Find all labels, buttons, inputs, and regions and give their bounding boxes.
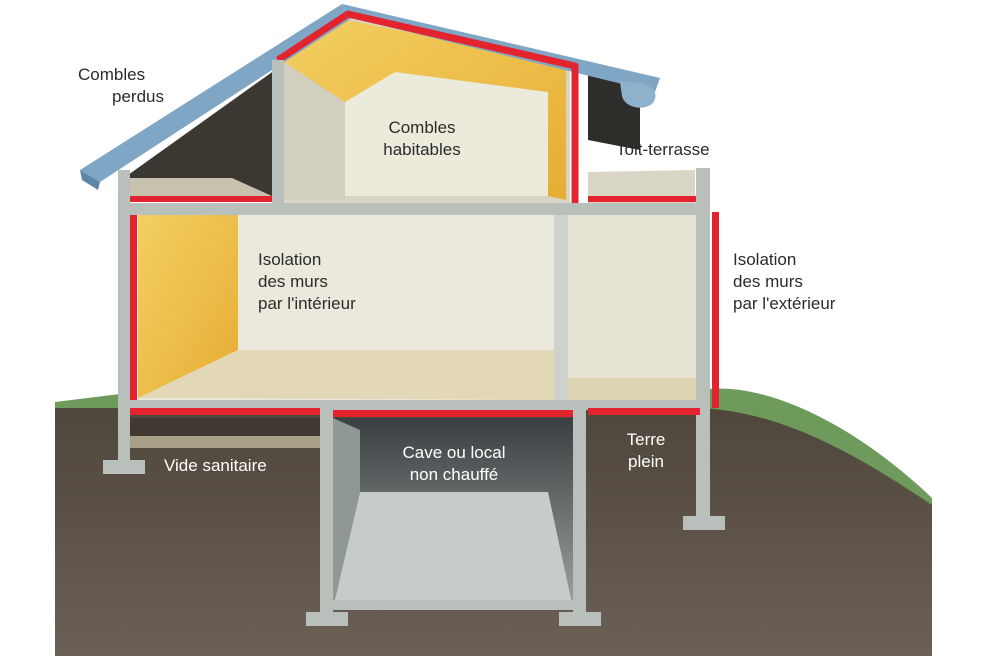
attic-left-wall bbox=[284, 62, 345, 200]
cave-left-foot bbox=[306, 612, 348, 626]
roof-left bbox=[80, 4, 352, 182]
cave-left-wall bbox=[333, 418, 360, 608]
terrace-insulation bbox=[588, 196, 696, 202]
label-isolation-exterieur: Isolation des murs par l'extérieur bbox=[733, 250, 836, 313]
partition-wall bbox=[554, 215, 568, 405]
ground-slab bbox=[120, 400, 710, 410]
crawl-space-floor bbox=[130, 436, 320, 448]
roof-left-edge bbox=[80, 170, 100, 190]
right-room bbox=[568, 215, 696, 400]
label-cave: Cave ou local non chauffé bbox=[402, 443, 506, 484]
slab-insulation-right bbox=[588, 408, 700, 415]
right-post bbox=[696, 168, 710, 522]
gutter bbox=[620, 81, 656, 108]
cave-bottom-slab bbox=[320, 600, 586, 610]
main-floor-left-insulation bbox=[138, 215, 238, 398]
cave-left-post bbox=[320, 408, 333, 618]
attic-insulation-fill bbox=[284, 20, 566, 200]
main-floor-floor bbox=[138, 350, 575, 400]
right-room-floor bbox=[568, 378, 696, 400]
left-post bbox=[118, 170, 130, 470]
exterior-wall-insulation bbox=[712, 212, 719, 408]
attic-floor-insulation-left bbox=[130, 196, 275, 202]
interior-wall-insulation bbox=[130, 215, 137, 403]
slab-insulation-left bbox=[130, 408, 320, 415]
cave-right-post bbox=[573, 408, 586, 618]
label-isolation-interieur: Isolation des murs par l'intérieur bbox=[258, 250, 356, 313]
lost-attic-space bbox=[128, 70, 275, 196]
label-toit-terrasse: Toit-terrasse bbox=[616, 140, 710, 159]
label-vide-sanitaire: Vide sanitaire bbox=[164, 456, 267, 475]
upper-floor-slab bbox=[120, 203, 705, 215]
slab-insulation-cave bbox=[333, 410, 573, 417]
cave-right-foot bbox=[559, 612, 601, 626]
cave-floor bbox=[333, 492, 573, 608]
label-combles-perdus: Combles perdus bbox=[78, 65, 164, 106]
attic-back-wall bbox=[345, 72, 548, 196]
label-combles-habitables: Combles habitables bbox=[383, 118, 461, 159]
attic-left-post bbox=[272, 60, 284, 208]
lost-attic-floor bbox=[128, 178, 272, 196]
right-foot bbox=[683, 516, 725, 530]
label-terre-plein: Terre plein bbox=[626, 430, 666, 471]
roof-insulation-line bbox=[276, 10, 579, 205]
left-foot bbox=[103, 460, 145, 474]
